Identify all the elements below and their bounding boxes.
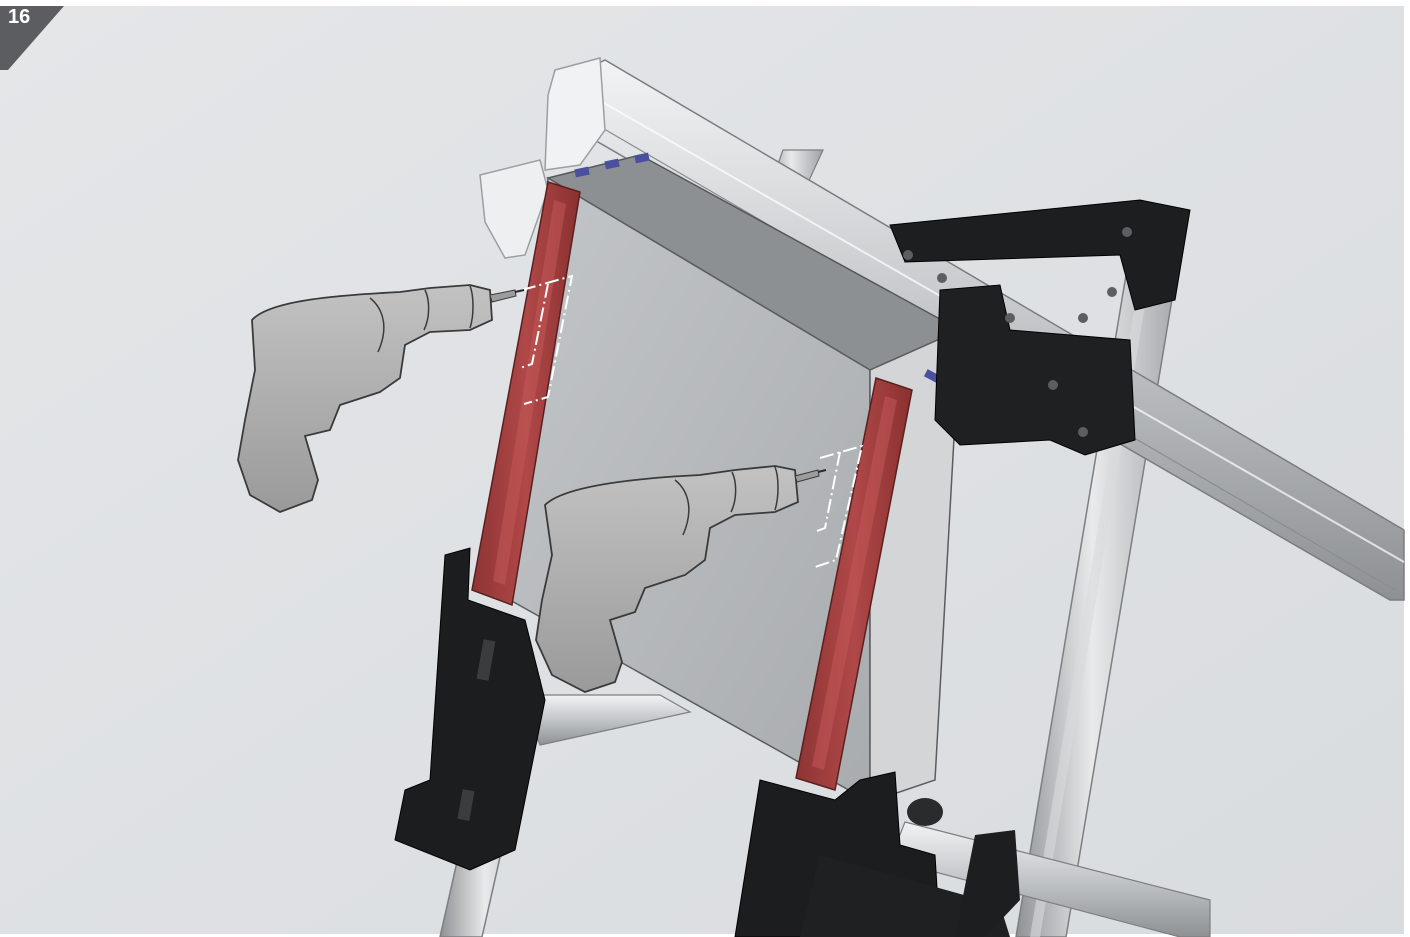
step-badge-shape bbox=[0, 0, 64, 70]
mounting-rail-left bbox=[471, 181, 581, 607]
clamp-bracket-bottom bbox=[734, 771, 1020, 937]
corner-bracket-white bbox=[479, 57, 606, 259]
clamp-bracket-top-right bbox=[889, 199, 1191, 456]
drill-upper-icon bbox=[237, 284, 525, 513]
mounting-rail-right bbox=[795, 377, 913, 791]
drill-lower-icon bbox=[535, 465, 827, 693]
drill-guide-lines bbox=[519, 274, 864, 569]
clamp-bracket-left bbox=[394, 547, 546, 871]
step-number: 16 bbox=[8, 6, 31, 28]
